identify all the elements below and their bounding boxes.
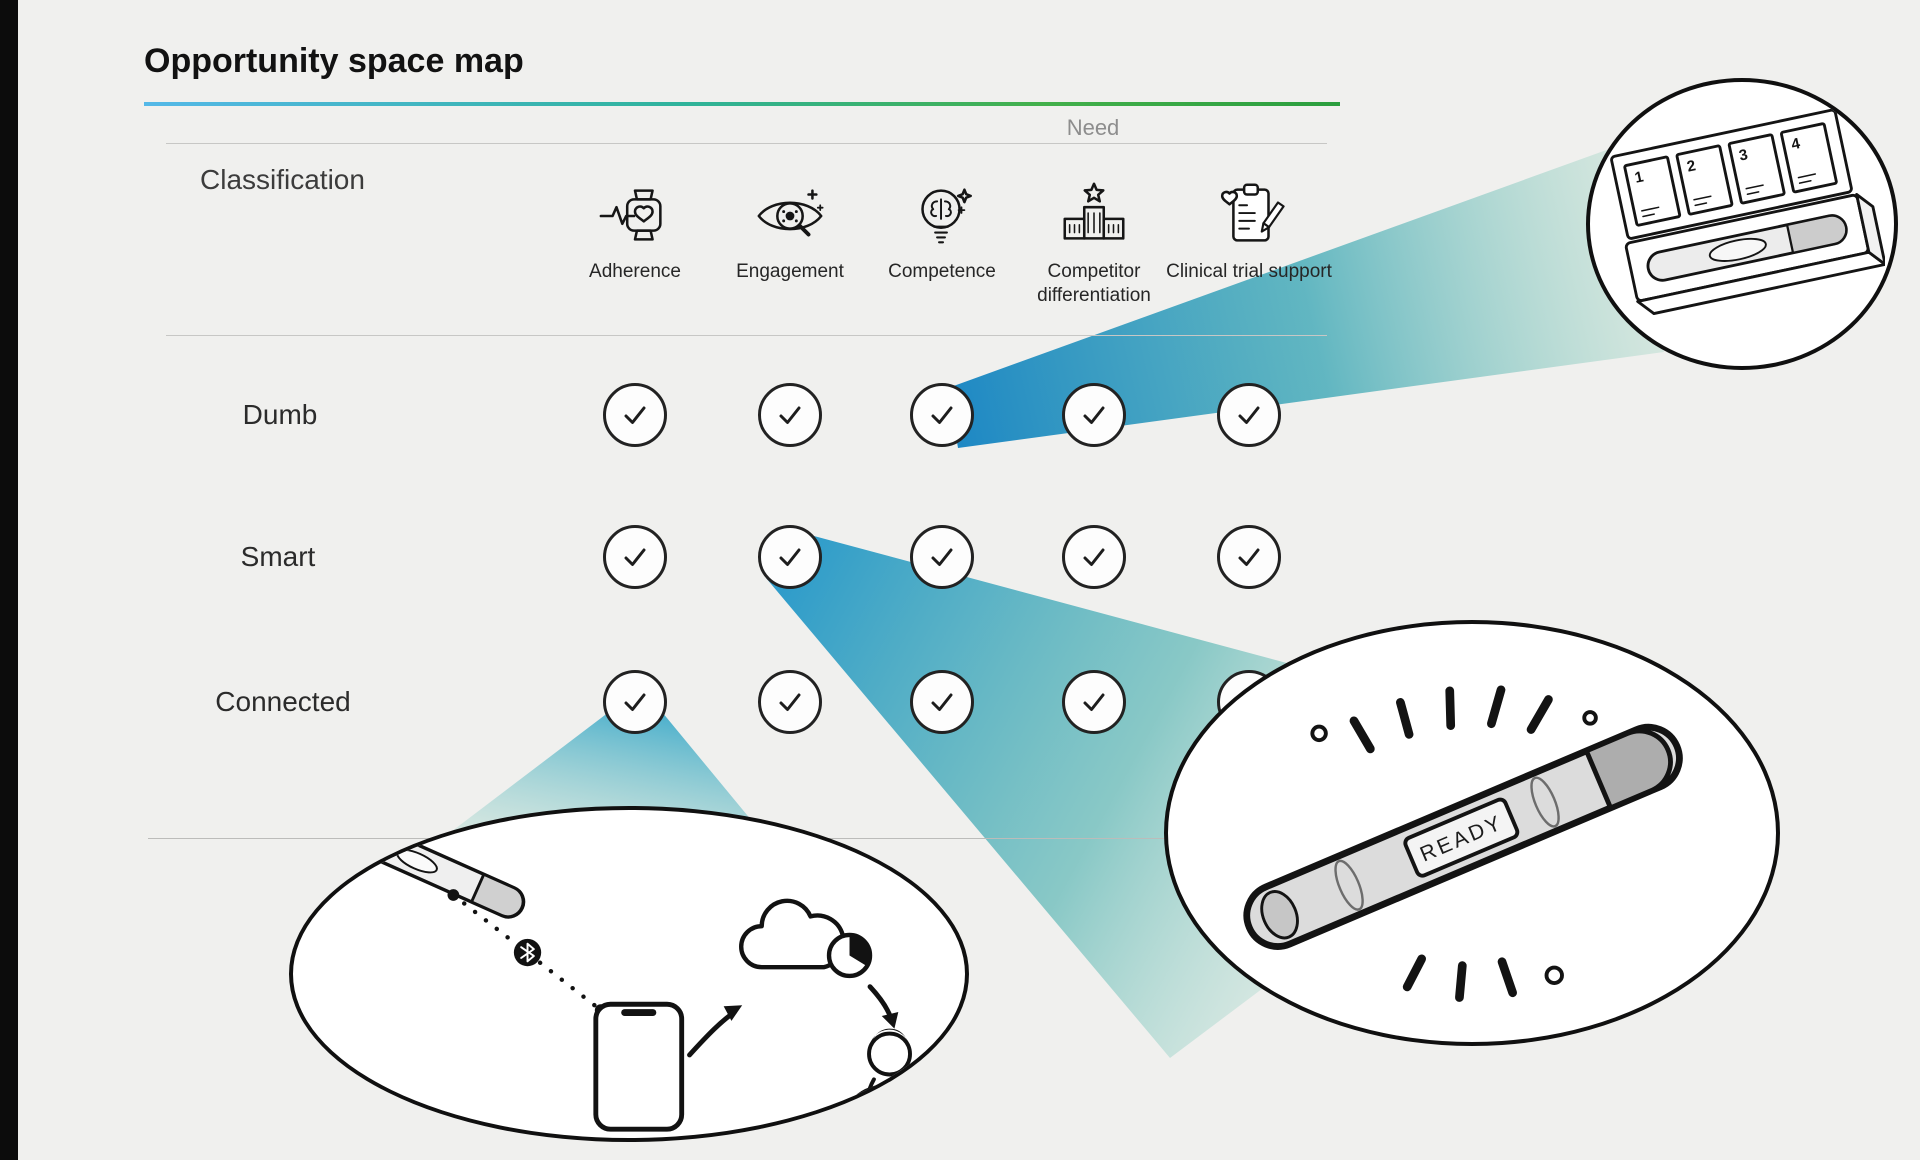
inhaler-device-icon: [348, 821, 526, 919]
check-connected-competence: [910, 670, 974, 734]
adherence-icon: [599, 189, 662, 241]
header-divider: [166, 335, 1327, 336]
doctor-icon: [840, 1028, 939, 1135]
eye-magnifier-icon: [757, 189, 824, 237]
page-title: Opportunity space map: [144, 42, 524, 80]
column-label: Competitor differentiation: [1037, 261, 1151, 306]
check-dumb-competitor-differentiation: [1062, 383, 1126, 447]
column-header-competence: Competence: [857, 176, 1027, 284]
bluetooth-icon: [513, 938, 542, 967]
check-dumb-adherence: [603, 383, 667, 447]
column-header-clinical-trial-support: Clinical trial support: [1164, 176, 1334, 284]
callout-package: 1 2 3 4: [1586, 78, 1898, 370]
callout-connected-ecosystem: [289, 806, 969, 1142]
cloud-data-icon: [739, 898, 873, 979]
column-header-engagement: Engagement: [705, 176, 875, 284]
smart-inhaler-device: READY: [1243, 723, 1683, 950]
title-gradient-rule: [144, 102, 1340, 106]
check-smart-clinical-trial-support: [1217, 525, 1281, 589]
column-label: Adherence: [589, 261, 681, 282]
check-connected-competitor-differentiation: [1062, 670, 1126, 734]
smartphone-icon: [593, 1001, 685, 1132]
package-illustration: 1 2 3 4: [1610, 109, 1885, 316]
clipboard-heart-icon: [1220, 183, 1285, 242]
check-connected-adherence: [603, 670, 667, 734]
check-smart-engagement: [758, 525, 822, 589]
column-header-competitor-differentiation: Competitor differentiation: [1009, 176, 1179, 308]
classification-axis-label: Classification: [200, 164, 365, 195]
row-label-connected: Connected: [215, 686, 351, 717]
check-connected-engagement: [758, 670, 822, 734]
column-label: Competence: [888, 261, 996, 282]
podium-star-icon: [1063, 182, 1125, 240]
connected-ecosystem-illustration: [348, 821, 939, 1135]
bulb-brain-icon: [921, 188, 972, 244]
need-axis-label: Need: [1066, 115, 1120, 140]
column-label: Engagement: [736, 261, 844, 282]
check-dumb-clinical-trial-support: [1217, 383, 1281, 447]
share-arrow-icon: [867, 984, 899, 1029]
upload-arrow-icon: [687, 1005, 743, 1058]
sachet-number: 4: [1790, 135, 1802, 153]
column-label: Clinical trial support: [1166, 261, 1332, 282]
ready-device-illustration: READY: [1243, 685, 1683, 1002]
left-edge-strip: [0, 0, 18, 1160]
column-header-adherence: Adherence: [550, 176, 720, 284]
callout-smart-device: READY: [1164, 620, 1780, 1046]
row-label-dumb: Dumb: [242, 399, 318, 430]
need-divider: [166, 143, 1327, 144]
check-smart-adherence: [603, 525, 667, 589]
check-smart-competitor-differentiation: [1062, 525, 1126, 589]
sachet-number: 3: [1738, 147, 1750, 165]
check-dumb-engagement: [758, 383, 822, 447]
check-smart-competence: [910, 525, 974, 589]
row-label-smart: Smart: [240, 541, 316, 572]
check-dumb-competence: [910, 383, 974, 447]
sachet-number: 2: [1685, 158, 1697, 176]
